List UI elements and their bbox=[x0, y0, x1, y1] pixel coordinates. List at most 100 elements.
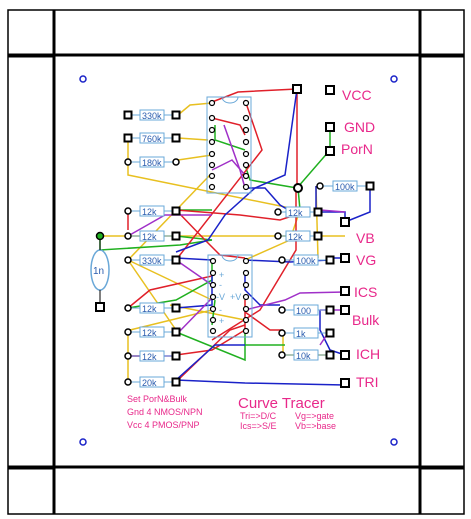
resistor-body bbox=[139, 376, 165, 388]
resistor: 12k bbox=[274, 206, 323, 218]
ic-pin bbox=[209, 316, 217, 324]
resistor-pad bbox=[171, 133, 181, 143]
resistor-body bbox=[285, 206, 311, 218]
resistor-body bbox=[139, 350, 165, 362]
terminal-label-bulk: Bulk bbox=[352, 312, 380, 328]
resistor-body bbox=[293, 349, 319, 361]
resistor-pad bbox=[171, 206, 181, 216]
resistor: 12k bbox=[124, 205, 181, 217]
ic-pin-label-minus-2: - bbox=[219, 305, 222, 315]
ic-pin bbox=[209, 281, 217, 289]
resistor-body bbox=[139, 109, 165, 121]
ic-pin bbox=[209, 305, 217, 313]
capacitor-1n: 1n bbox=[90, 231, 110, 312]
resistor-label: 12k bbox=[142, 328, 157, 338]
resistor-pad bbox=[124, 256, 132, 264]
wire bbox=[344, 186, 371, 223]
capacitor-label: 1n bbox=[93, 266, 104, 277]
resistor-body bbox=[139, 156, 165, 168]
resistor-body bbox=[139, 254, 165, 266]
terminal-label-gnd: GND bbox=[344, 119, 375, 135]
resistor-pad bbox=[171, 231, 181, 241]
legend-vb: Vb=>base bbox=[295, 421, 336, 431]
resistor: 12k bbox=[124, 230, 181, 242]
resistor: 10k bbox=[278, 349, 335, 361]
resistor-pad bbox=[171, 303, 181, 313]
ic-pin-label-minus: - bbox=[219, 280, 222, 290]
ic-pin bbox=[242, 305, 250, 313]
resistor-label: 100k bbox=[296, 256, 316, 266]
capacitor-pad bbox=[95, 231, 105, 241]
resistor-body bbox=[139, 302, 165, 314]
terminal-pad-ich bbox=[340, 350, 350, 360]
terminal-pads bbox=[292, 84, 350, 388]
ic-bottom-pins bbox=[209, 257, 250, 335]
resistor-pad bbox=[278, 306, 286, 314]
resistor: 330k bbox=[123, 109, 181, 121]
resistor-pad bbox=[313, 231, 323, 241]
resistor-pad bbox=[325, 255, 335, 265]
wire bbox=[175, 297, 213, 336]
ic-pin bbox=[242, 257, 250, 265]
resistor: 100 bbox=[278, 304, 335, 316]
ic-pin bbox=[242, 138, 250, 146]
wire bbox=[296, 128, 331, 189]
terminal-pad-vg bbox=[340, 253, 350, 263]
mount-hole-top-right bbox=[390, 75, 398, 83]
wire bbox=[129, 174, 211, 259]
wire bbox=[175, 300, 246, 356]
resistor-pad bbox=[171, 351, 181, 361]
wire bbox=[175, 259, 213, 286]
resistor: 100k bbox=[316, 180, 375, 192]
legend-tri: Tri=>D/C bbox=[240, 411, 277, 421]
resistor-label: 100k bbox=[335, 182, 355, 192]
resistor-pad bbox=[171, 327, 181, 337]
resistor-pad bbox=[278, 351, 286, 359]
ic-bottom-body bbox=[207, 254, 253, 338]
ic-top-pins bbox=[208, 99, 250, 191]
resistor-body bbox=[139, 326, 165, 338]
ic-pin bbox=[242, 316, 250, 324]
resistor: 12k bbox=[124, 302, 181, 314]
terminal-pad-vb bbox=[340, 217, 350, 227]
wire bbox=[244, 164, 298, 189]
resistor-pad bbox=[365, 181, 375, 191]
wire bbox=[177, 102, 213, 116]
terminal-label-vg: VG bbox=[356, 252, 376, 268]
wire bbox=[127, 260, 213, 309]
resistor-label: 100 bbox=[296, 306, 311, 316]
wire bbox=[127, 259, 213, 301]
resistor-pad bbox=[325, 350, 335, 360]
resistor-pad bbox=[171, 377, 181, 387]
resistor-label: 12k bbox=[288, 208, 303, 218]
ic-pin bbox=[208, 126, 216, 134]
wire bbox=[211, 117, 246, 136]
resistor-body bbox=[139, 132, 165, 144]
terminal-label-porn: PorN bbox=[341, 141, 373, 157]
resistor-label: 12k bbox=[142, 232, 157, 242]
resistor: 330k bbox=[124, 254, 181, 266]
wire bbox=[175, 88, 298, 253]
terminal-pad-bulk bbox=[340, 305, 350, 315]
frame-outer bbox=[7, 9, 465, 515]
ic-pin bbox=[209, 293, 217, 301]
wire bbox=[319, 209, 346, 213]
resistor-pad bbox=[172, 158, 180, 166]
resistor-label: 12k bbox=[288, 232, 303, 242]
resistor-label: 1k bbox=[296, 329, 306, 339]
ic-pin-label-plus: + bbox=[219, 270, 224, 280]
frame bbox=[7, 9, 465, 515]
wire bbox=[175, 257, 213, 261]
resistor-pad bbox=[313, 207, 323, 217]
wire bbox=[175, 344, 245, 381]
wire bbox=[244, 291, 346, 311]
resistor-pad bbox=[278, 329, 286, 337]
resistor-pad bbox=[325, 305, 335, 315]
ic-pin-label-minus-v: -V bbox=[216, 292, 225, 302]
ic-pin bbox=[208, 99, 216, 107]
resistor-label: 180k bbox=[142, 158, 162, 168]
resistor-pad bbox=[123, 133, 133, 143]
wire bbox=[211, 88, 298, 103]
resistor: 760k bbox=[123, 132, 181, 144]
